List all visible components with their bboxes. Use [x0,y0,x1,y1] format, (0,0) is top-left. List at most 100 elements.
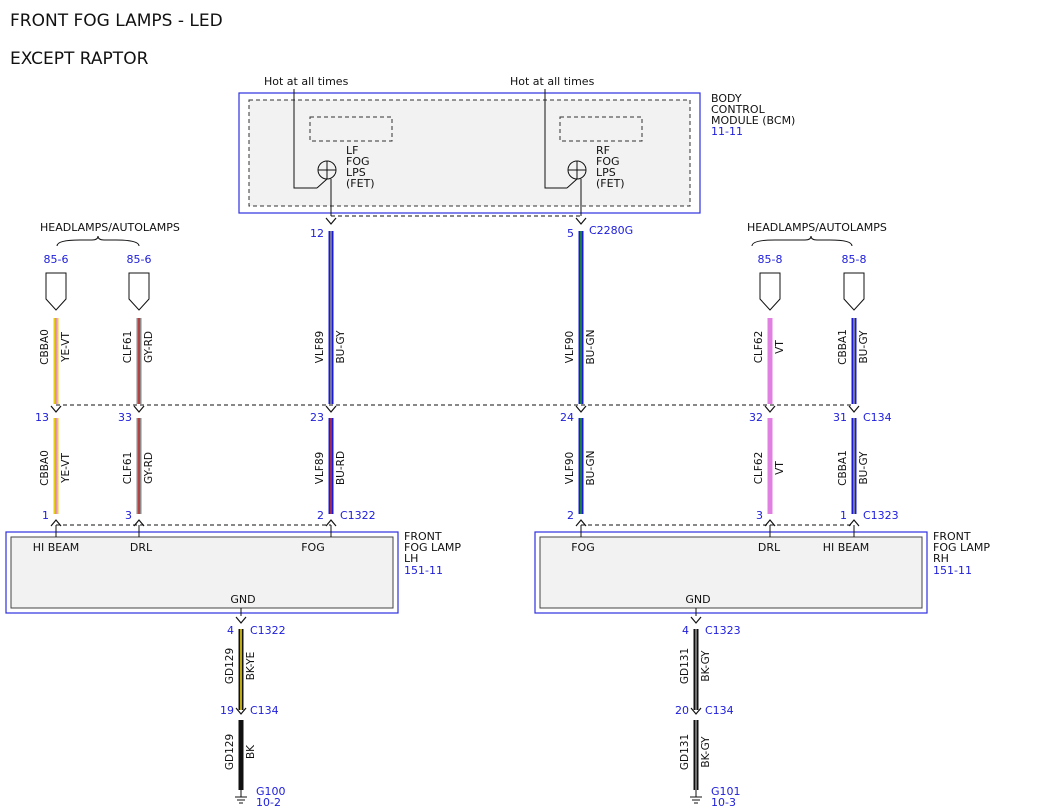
ground-name: G100 [256,785,286,798]
lf-fet-label-4: (FET) [346,177,375,190]
lower-color-label: BU-GY [858,451,870,485]
lamp-pin-arrow [848,519,860,527]
c134-pin-arrow [764,405,776,413]
upper-color-label: GY-RD [143,331,155,363]
c134-pin-arrow [575,405,587,413]
upper-circuit-label: CBBA1 [837,329,849,365]
lower-color-label: BU-RD [335,451,347,485]
lf-hot-label: Hot at all times [264,75,349,88]
ground-lamp-arrow [690,616,702,624]
ground-upper-color: BK-GY [700,650,712,682]
lf-hot-line [293,89,317,189]
headlamps-brace-right [751,235,853,247]
c134-pin-arrow [50,405,62,413]
lamp-pin-arrow [575,519,587,527]
lamp-connector-name: C1323 [863,509,899,522]
lamp-rh-name-3: RH [933,552,949,565]
ground-lamp-connector: C1322 [250,624,286,637]
lamp-pin-number: 1 [42,509,49,522]
rf-fet-feed [566,178,578,189]
lamp-pin-arrow [133,519,145,527]
lower-color-label: YE-VT [60,453,72,484]
ground-lamp-pin: 4 [682,624,689,637]
lamp-pin-number: 3 [756,509,763,522]
lamp-pin-number: 2 [567,509,574,522]
rf-hot-line [544,89,567,189]
upper-circuit-label: CLF61 [122,331,134,364]
upper-color-label: BU-GN [585,329,597,364]
c134-pin-number: 31 [833,411,847,424]
lower-circuit-label: VLF90 [564,452,576,484]
ground-lower-color: BK-GY [700,736,712,768]
ground-lamp-connector: C1323 [705,624,741,637]
upper-color-label: BU-GY [335,330,347,364]
rf-fet-box [559,116,643,142]
bcm-name-3: MODULE (BCM) [711,114,795,127]
lower-circuit-label: CBBA1 [837,450,849,486]
lamp-lh-name-2: FOG LAMP [404,541,461,554]
c134-pin-number: 32 [749,411,763,424]
ground-c134-arrow [235,707,247,715]
lamp-rh-pin-drl: DRL [758,541,781,554]
c134-pin-number: 33 [118,411,132,424]
lower-circuit-label: CLF62 [753,452,765,485]
reference-arrow-shape [759,272,781,311]
c134-pin-number: 23 [310,411,324,424]
reference-label: 85-8 [842,253,867,266]
lamp-pin-arrow [325,519,337,527]
lower-color-label: VT [774,461,786,475]
rf-hot-label: Hot at all times [510,75,595,88]
lamp-connector-name: C1322 [340,509,376,522]
lamp-lh-outer [5,531,399,614]
reference-arrow-shape [128,272,150,311]
lamp-lh-pin-fog: FOG [301,541,325,554]
lamp-rh-pin-fog: FOG [571,541,595,554]
lamp-lh-body [10,536,394,609]
bcm-pin-number: 5 [567,227,574,240]
bcm-ref: 11-11 [711,125,743,138]
lamp-lh-pin-hibeam: HI BEAM [33,541,80,554]
upper-color-label: VT [774,340,786,354]
lamp-lh-gnd: GND [230,593,255,606]
lamp-rh-gnd: GND [685,593,710,606]
lf-fet-label-2: FOG [346,155,370,168]
ground-lower-color: BK [245,744,257,759]
ground-lamp-arrow [235,616,247,624]
upper-circuit-label: CLF62 [753,331,765,364]
lower-color-label: GY-RD [143,452,155,484]
reference-arrow-shape [45,272,67,311]
ground-ref: 10-2 [256,796,281,809]
lf-fet-label-1: LF [346,144,358,157]
ground-lower-circuit: GD131 [679,734,691,770]
ground-c134-arrow [690,707,702,715]
page-title: FRONT FOG LAMPS - LED [10,11,223,31]
upper-circuit-label: CBBA0 [39,329,51,365]
headlamps-label-left: HEADLAMPS/AUTOLAMPS [40,221,180,234]
upper-color-label: YE-VT [60,332,72,363]
ground-upper-color: BK-YE [245,652,257,681]
ground-c134-connector: C134 [250,704,279,717]
upper-color-label: BU-GY [858,330,870,364]
c134-pin-arrow [848,405,860,413]
bcm-name-1: BODY [711,92,742,105]
ground-name: G101 [711,785,741,798]
lamp-lh-ref: 151-11 [404,564,443,577]
ground-upper-circuit: GD131 [679,648,691,684]
lower-circuit-label: CLF61 [122,452,134,485]
ground-c134-connector: C134 [705,704,734,717]
lamp-rh-name-1: FRONT [933,530,971,543]
c134-pin-number: 24 [560,411,574,424]
lamp-lh-name-3: LH [404,552,418,565]
lamp-pin-number: 1 [840,509,847,522]
lamp-rh-name-2: FOG LAMP [933,541,990,554]
ground-ref: 10-3 [711,796,736,809]
ground-lamp-pin: 4 [227,624,234,637]
ground-lower-circuit: GD129 [224,734,236,770]
lower-circuit-label: VLF89 [314,452,326,484]
